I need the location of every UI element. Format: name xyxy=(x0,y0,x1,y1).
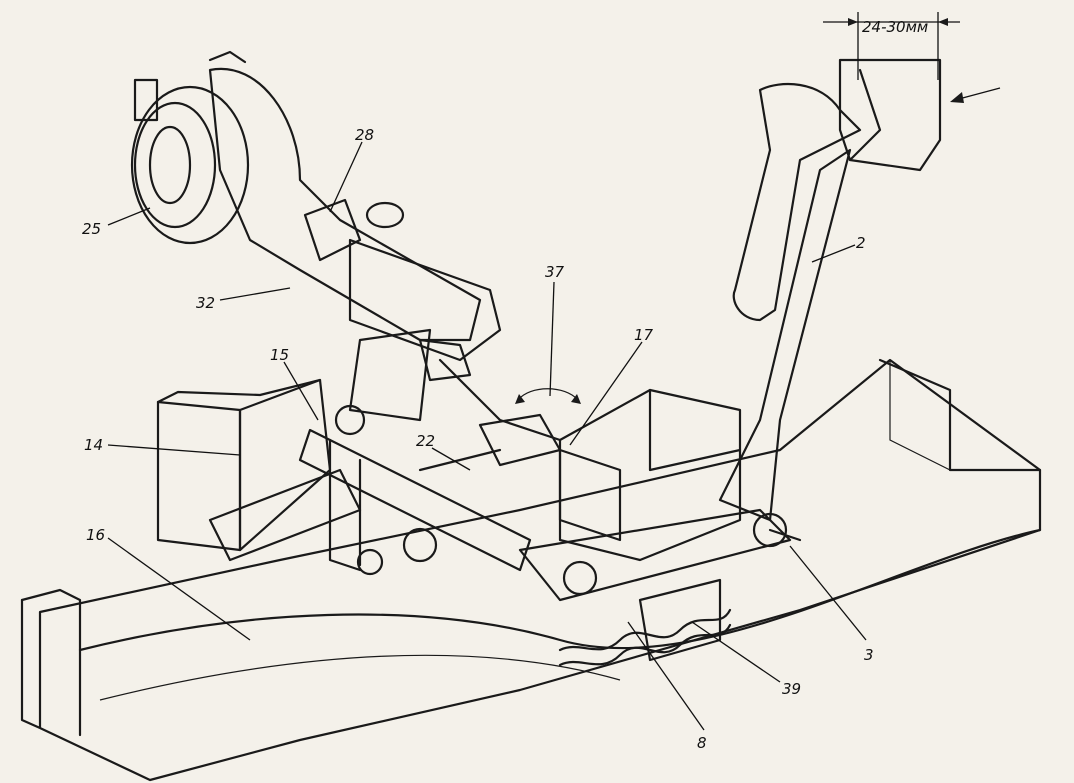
release-fork-arm xyxy=(208,67,502,422)
release-bearing xyxy=(130,50,250,245)
callout-3: 3 xyxy=(864,646,874,664)
callout-28: 28 xyxy=(355,126,374,144)
pull-rod xyxy=(418,338,562,472)
cross-shaft xyxy=(298,404,532,576)
free-play-dimension: 24-30мм xyxy=(823,12,960,80)
adjusting-nut xyxy=(303,198,405,262)
callout-8: 8 xyxy=(697,734,707,752)
dimension-label: 24-30мм xyxy=(862,18,928,36)
callout-25: 25 xyxy=(82,220,101,238)
callout-37: 37 xyxy=(545,263,565,281)
frame-rail xyxy=(20,358,1042,782)
callout-2: 2 xyxy=(856,234,866,252)
callout-22: 22 xyxy=(416,432,435,450)
clutch-pedal xyxy=(718,58,942,522)
callout-17: 17 xyxy=(634,326,654,344)
push-arrow-icon xyxy=(950,87,1001,103)
callout-leaders xyxy=(107,141,867,731)
callout-15: 15 xyxy=(270,346,289,364)
pedal-bracket-box xyxy=(558,388,742,562)
callout-16: 16 xyxy=(86,526,105,544)
callout-39: 39 xyxy=(782,680,801,698)
pedal-link xyxy=(518,508,802,602)
return-spring xyxy=(558,578,732,667)
rotation-arrow-icon xyxy=(515,388,581,404)
callout-32: 32 xyxy=(196,294,215,312)
callout-labels: 2 3 8 14 15 16 17 22 25 28 32 37 39 xyxy=(82,126,874,752)
callout-14: 14 xyxy=(84,436,103,454)
